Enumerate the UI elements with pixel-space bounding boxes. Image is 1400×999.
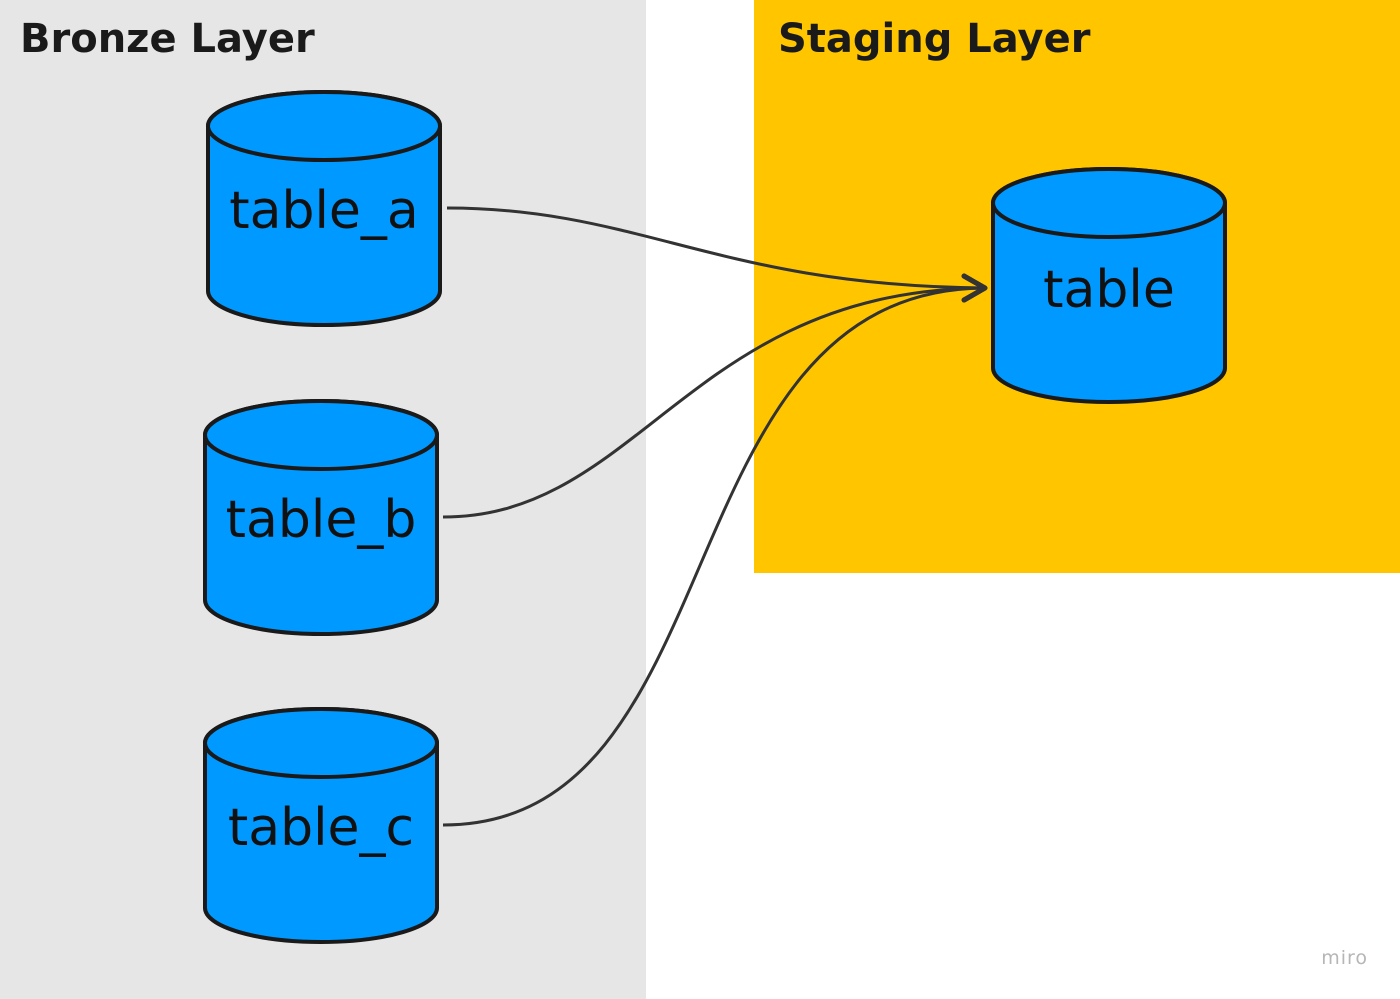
cylinder-top-rim [203,707,439,779]
edge-table-a-to-table [446,206,988,303]
bronze-layer-title: Bronze Layer [20,16,315,62]
staging-table-label: table [1043,260,1175,320]
table-c-label: table_c [228,798,414,858]
table-c-node[interactable]: table_c [203,707,439,944]
staging-table-node[interactable]: table [991,167,1227,404]
edge-table-b-to-table [442,273,988,519]
cylinder-top-rim [203,399,439,471]
cylinder-top-rim [206,90,442,162]
edges-layer [442,206,988,827]
miro-watermark: miro [1321,947,1368,969]
edge-table-c-to-table [442,273,988,827]
staging-layer-title: Staging Layer [778,16,1091,62]
table-a-node[interactable]: table_a [206,90,442,327]
table-b-node[interactable]: table_b [203,399,439,636]
cylinder-top-rim [991,167,1227,239]
table-a-label: table_a [229,181,419,241]
table-b-label: table_b [226,490,417,550]
staging-layer-zone: Staging Layer [754,0,1400,573]
